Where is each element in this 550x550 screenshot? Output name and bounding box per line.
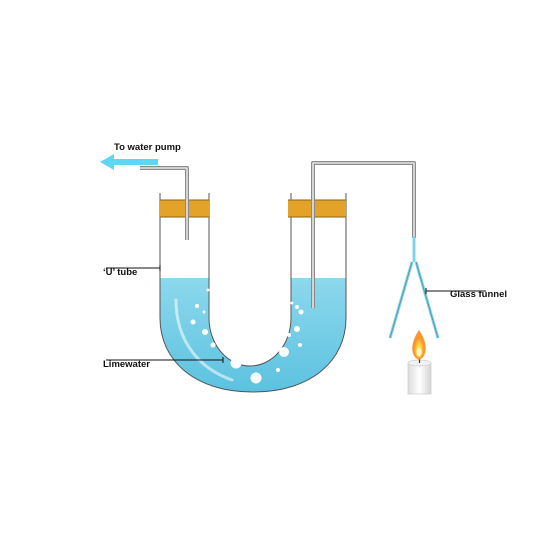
u-tube-inner (208, 193, 292, 367)
flame-icon (412, 330, 426, 360)
right-stopper (288, 200, 346, 217)
candle-icon (407, 355, 432, 395)
glass-highlight (174, 298, 234, 382)
left-arrow-icon (100, 154, 158, 170)
label-to-water-pump: To water pump (114, 142, 181, 153)
glass-funnel (388, 261, 440, 339)
limewater-body (160, 278, 346, 392)
leader-lines (106, 265, 486, 363)
label-limewater: Limewater (103, 359, 150, 370)
label-glass-funnel: Glass funnel (450, 289, 508, 300)
u-tube (159, 193, 347, 393)
label-u-tube: ‘U’ tube (103, 267, 138, 278)
left-stopper (160, 200, 209, 217)
bubbles (190, 288, 304, 384)
